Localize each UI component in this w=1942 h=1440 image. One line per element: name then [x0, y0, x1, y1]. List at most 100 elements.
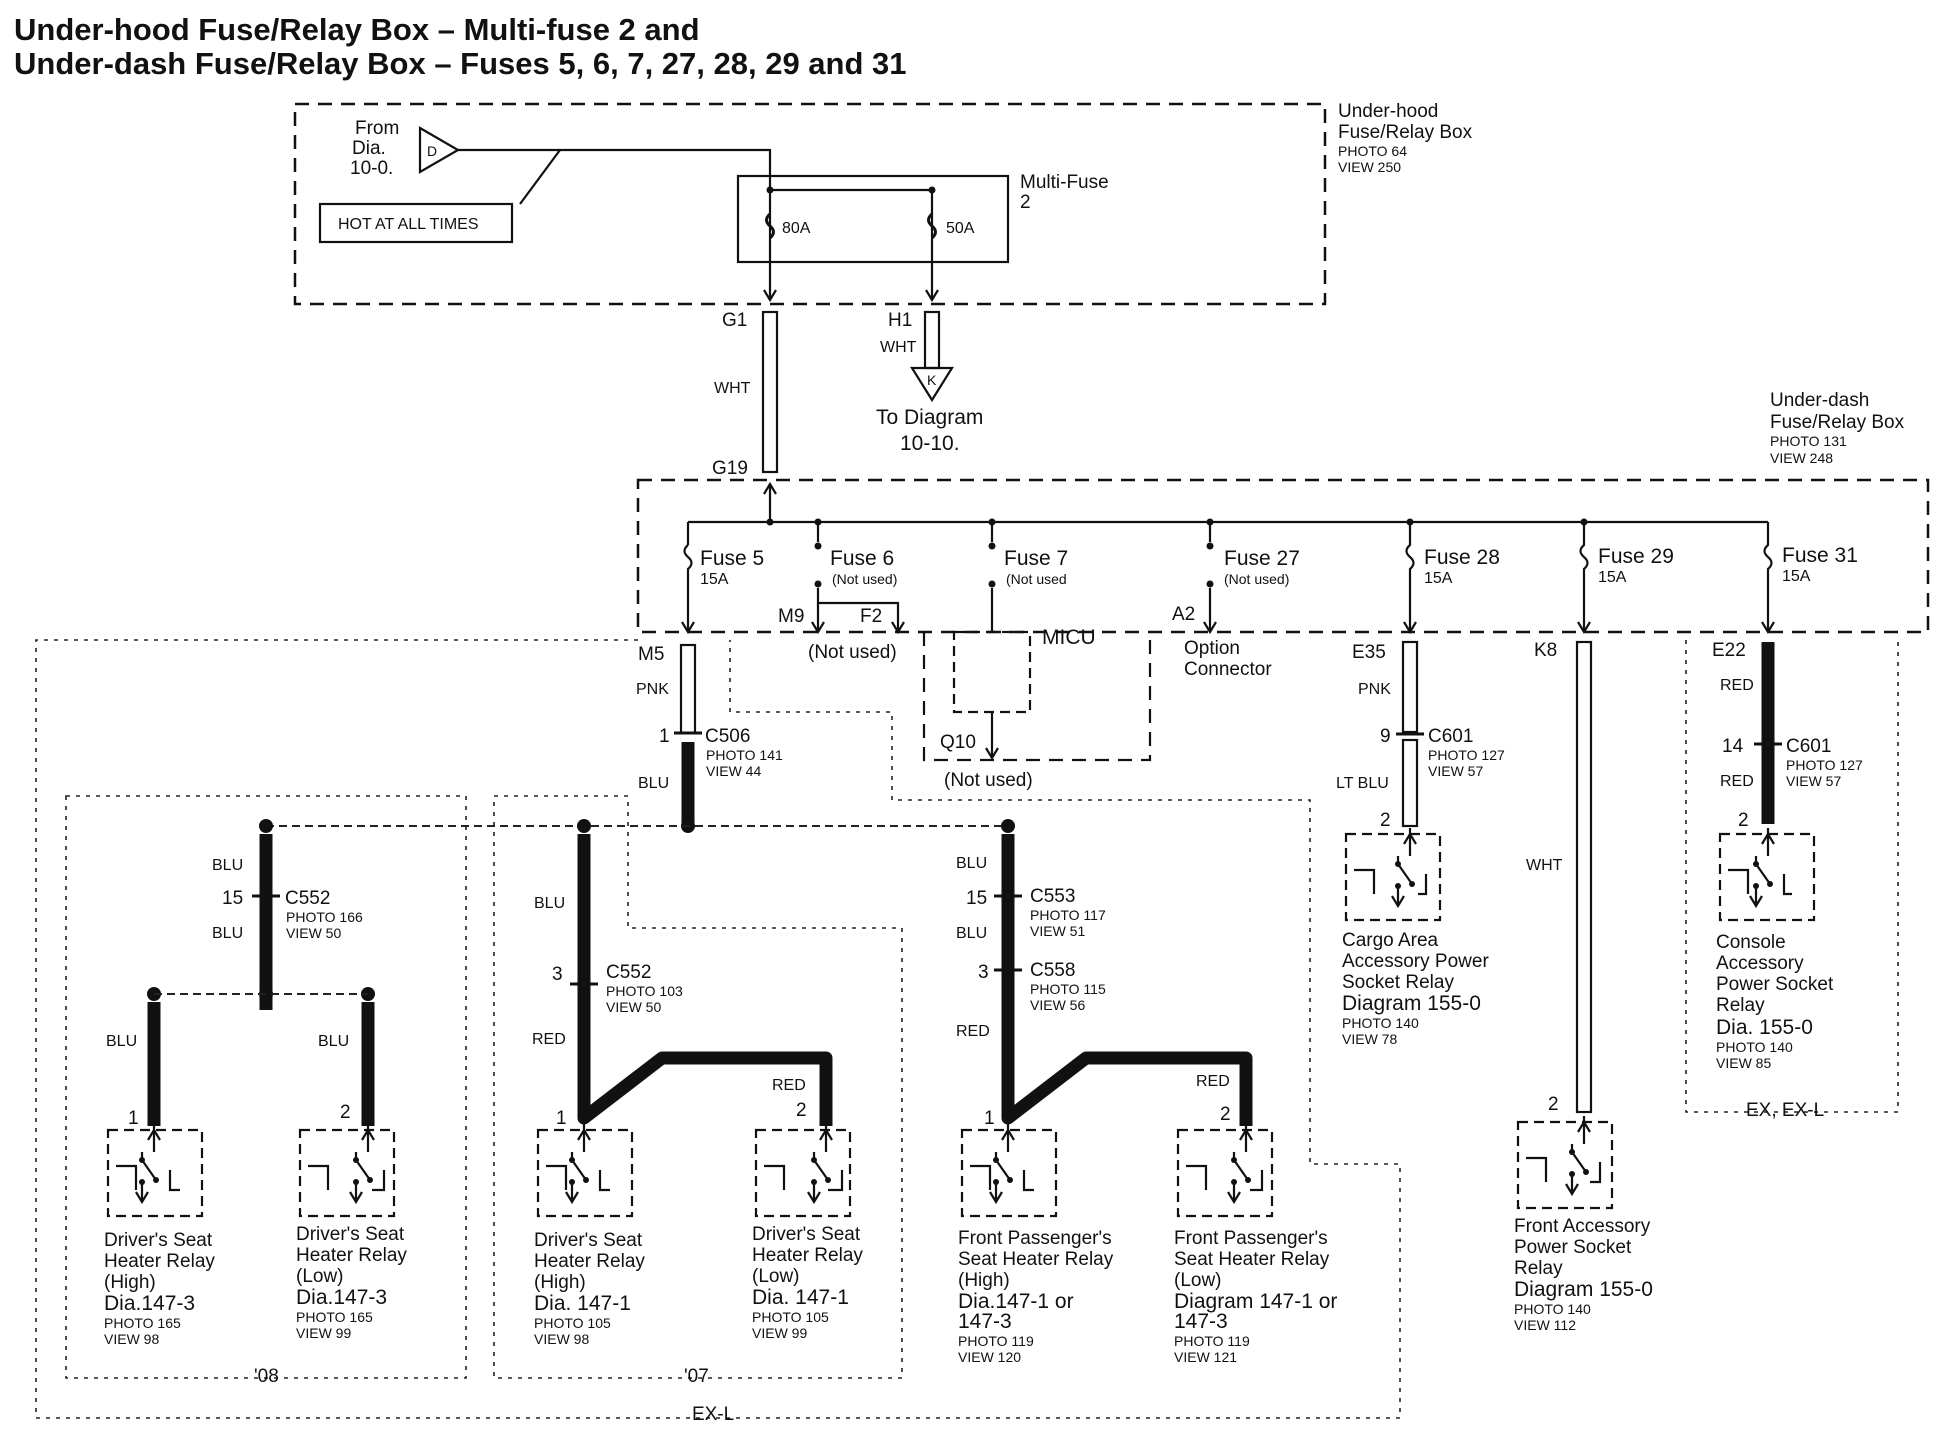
c601b-pin: 14: [1722, 736, 1744, 757]
console-relay-pin: 2: [1738, 810, 1749, 831]
g07-c552-photo: PHOTO 103: [606, 983, 683, 999]
pass-relay-r-line5: 147-3: [1174, 1310, 1228, 1333]
wire-c601a-ltblu: [1401, 738, 1419, 828]
cargo-relay-line1: Cargo Area: [1342, 930, 1439, 951]
multi-fuse-label-2: 2: [1020, 192, 1031, 213]
pass-relay-r-line1: Front Passenger's: [1174, 1228, 1328, 1249]
underhood-fuse-box: Under-hood Fuse/Relay Box PHOTO 64 VIEW …: [293, 101, 1473, 306]
underdash-box-view: VIEW 248: [1770, 450, 1833, 466]
console-relay-view: VIEW 85: [1716, 1055, 1771, 1071]
fuse-31-icon: [1763, 522, 1773, 632]
console-relay-line2: Accessory: [1716, 953, 1804, 974]
q10-not-used: (Not used): [944, 770, 1033, 791]
m9-not-used: (Not used): [808, 642, 897, 663]
front-acc-relay-line4: Diagram 155-0: [1514, 1278, 1653, 1301]
g07-c552-view: VIEW 50: [606, 999, 661, 1015]
fuse-5-label: Fuse 5: [700, 547, 764, 570]
cargo-relay-line2: Accessory Power: [1342, 951, 1489, 972]
relay-g07-low: [754, 1124, 852, 1218]
pin-e35: E35: [1352, 642, 1386, 663]
g08-relay-l-view: VIEW 98: [104, 1331, 159, 1347]
pass-wire-red-l: RED: [956, 1023, 990, 1040]
g07-relay-r-line2: Heater Relay: [752, 1245, 863, 1266]
g07-relay-l-line3: (High): [534, 1272, 586, 1293]
relay-g07-high: [536, 1124, 634, 1218]
g08-relay-r-view: VIEW 99: [296, 1325, 351, 1341]
option-connector-1: Option: [1184, 638, 1240, 659]
pass-relay-r-line3: (Low): [1174, 1270, 1222, 1291]
front-acc-relay-line3: Relay: [1514, 1258, 1563, 1279]
fuse-80a-label: 80A: [782, 220, 811, 237]
g08-c552-photo: PHOTO 166: [286, 909, 363, 925]
cargo-relay-photo: PHOTO 140: [1342, 1015, 1419, 1031]
fuse-31-amp: 15A: [1782, 568, 1811, 585]
pin-g19: G19: [712, 458, 748, 479]
pin-f2: F2: [860, 606, 882, 627]
g08-c552-pin: 15: [222, 888, 243, 909]
g07-relay-l-line2: Heater Relay: [534, 1251, 645, 1272]
underhood-box-name1: Under-hood: [1338, 101, 1438, 122]
relay-g08-high: [106, 1124, 204, 1218]
underhood-box-name2: Fuse/Relay Box: [1338, 122, 1473, 143]
front-acc-relay-pin: 2: [1548, 1094, 1559, 1115]
c601a-photo: PHOTO 127: [1428, 747, 1505, 763]
pass-wire-red-r: RED: [1196, 1073, 1230, 1090]
fuse-27-label: Fuse 27: [1224, 547, 1300, 570]
relay-g08-low: [298, 1124, 396, 1218]
g08-relay-r-line4: Dia.147-3: [296, 1286, 387, 1309]
fuse-29-amp: 15A: [1598, 569, 1627, 586]
group-07-region: [493, 795, 903, 1379]
c601a-label: C601: [1428, 726, 1473, 747]
wire-e22-color: RED: [1720, 677, 1754, 694]
ex-exl-region: [1685, 640, 1899, 1113]
wire-e35-pnk: [1401, 640, 1419, 734]
wire-c601a-color: LT BLU: [1336, 775, 1389, 792]
fuse-7-note: (Not used: [1006, 571, 1067, 587]
pin-a2: A2: [1172, 604, 1195, 625]
wire-k8-color: WHT: [1526, 857, 1563, 874]
g08-relay-l-line3: (High): [104, 1272, 156, 1293]
g08-pin-r: 2: [340, 1102, 351, 1123]
wire-g1-color: WHT: [714, 380, 751, 397]
g08-wire-top: BLU: [212, 857, 243, 874]
ex-exl-region-label: EX, EX-L: [1746, 1100, 1824, 1121]
underhood-box-photo: PHOTO 64: [1338, 143, 1407, 159]
hot-at-all-times-box: [318, 202, 514, 244]
pass-relay-l-line1: Front Passenger's: [958, 1228, 1112, 1249]
from-tag: D: [427, 143, 437, 159]
wire-c506-color: BLU: [638, 775, 669, 792]
g07-wire-red-l: RED: [532, 1031, 566, 1048]
to-diagram-arrow-icon: [910, 366, 954, 403]
fuse-31-label: Fuse 31: [1782, 544, 1858, 567]
c601b-view: VIEW 57: [1786, 773, 1841, 789]
pass-c558-view: VIEW 56: [1030, 997, 1085, 1013]
relay-pass-low: [1176, 1124, 1274, 1218]
fuse-7-label: Fuse 7: [1004, 547, 1068, 570]
pass-wire-mid: BLU: [956, 925, 987, 942]
console-relay-line4: Relay: [1716, 995, 1765, 1016]
front-acc-relay-line2: Power Socket: [1514, 1237, 1632, 1258]
underdash-box-name2: Fuse/Relay Box: [1770, 412, 1905, 433]
ex-l-region: [35, 639, 1401, 1419]
pass-relay-l-line4: Dia.147-1 or: [958, 1290, 1074, 1313]
pass-c553-view: VIEW 51: [1030, 923, 1085, 939]
front-acc-relay-line1: Front Accessory: [1514, 1216, 1651, 1237]
pass-relay-r-photo: PHOTO 119: [1174, 1333, 1250, 1349]
fuse-28-icon: [1405, 522, 1415, 632]
g08-wire-mid: BLU: [212, 925, 243, 942]
pin-g1: G1: [722, 310, 747, 331]
console-relay-line3: Power Socket: [1716, 974, 1834, 995]
c601a-pin: 9: [1380, 726, 1391, 747]
fuse-50a-label: 50A: [946, 220, 975, 237]
pass-relay-l-line5: 147-3: [958, 1310, 1012, 1333]
g08-relay-r-line1: Driver's Seat: [296, 1224, 405, 1245]
g08-relay-r-photo: PHOTO 165: [296, 1309, 373, 1325]
relay-pass-high: [960, 1124, 1058, 1218]
pass-relay-r-view: VIEW 121: [1174, 1349, 1237, 1365]
group-07-label: '07: [684, 1366, 709, 1387]
from-label-1: From: [355, 118, 399, 139]
wire-m5-pnk: [679, 643, 697, 735]
fuse-6-label: Fuse 6: [830, 547, 894, 570]
g07-pin-r: 2: [796, 1100, 807, 1121]
pass-wire-top: BLU: [956, 855, 987, 872]
